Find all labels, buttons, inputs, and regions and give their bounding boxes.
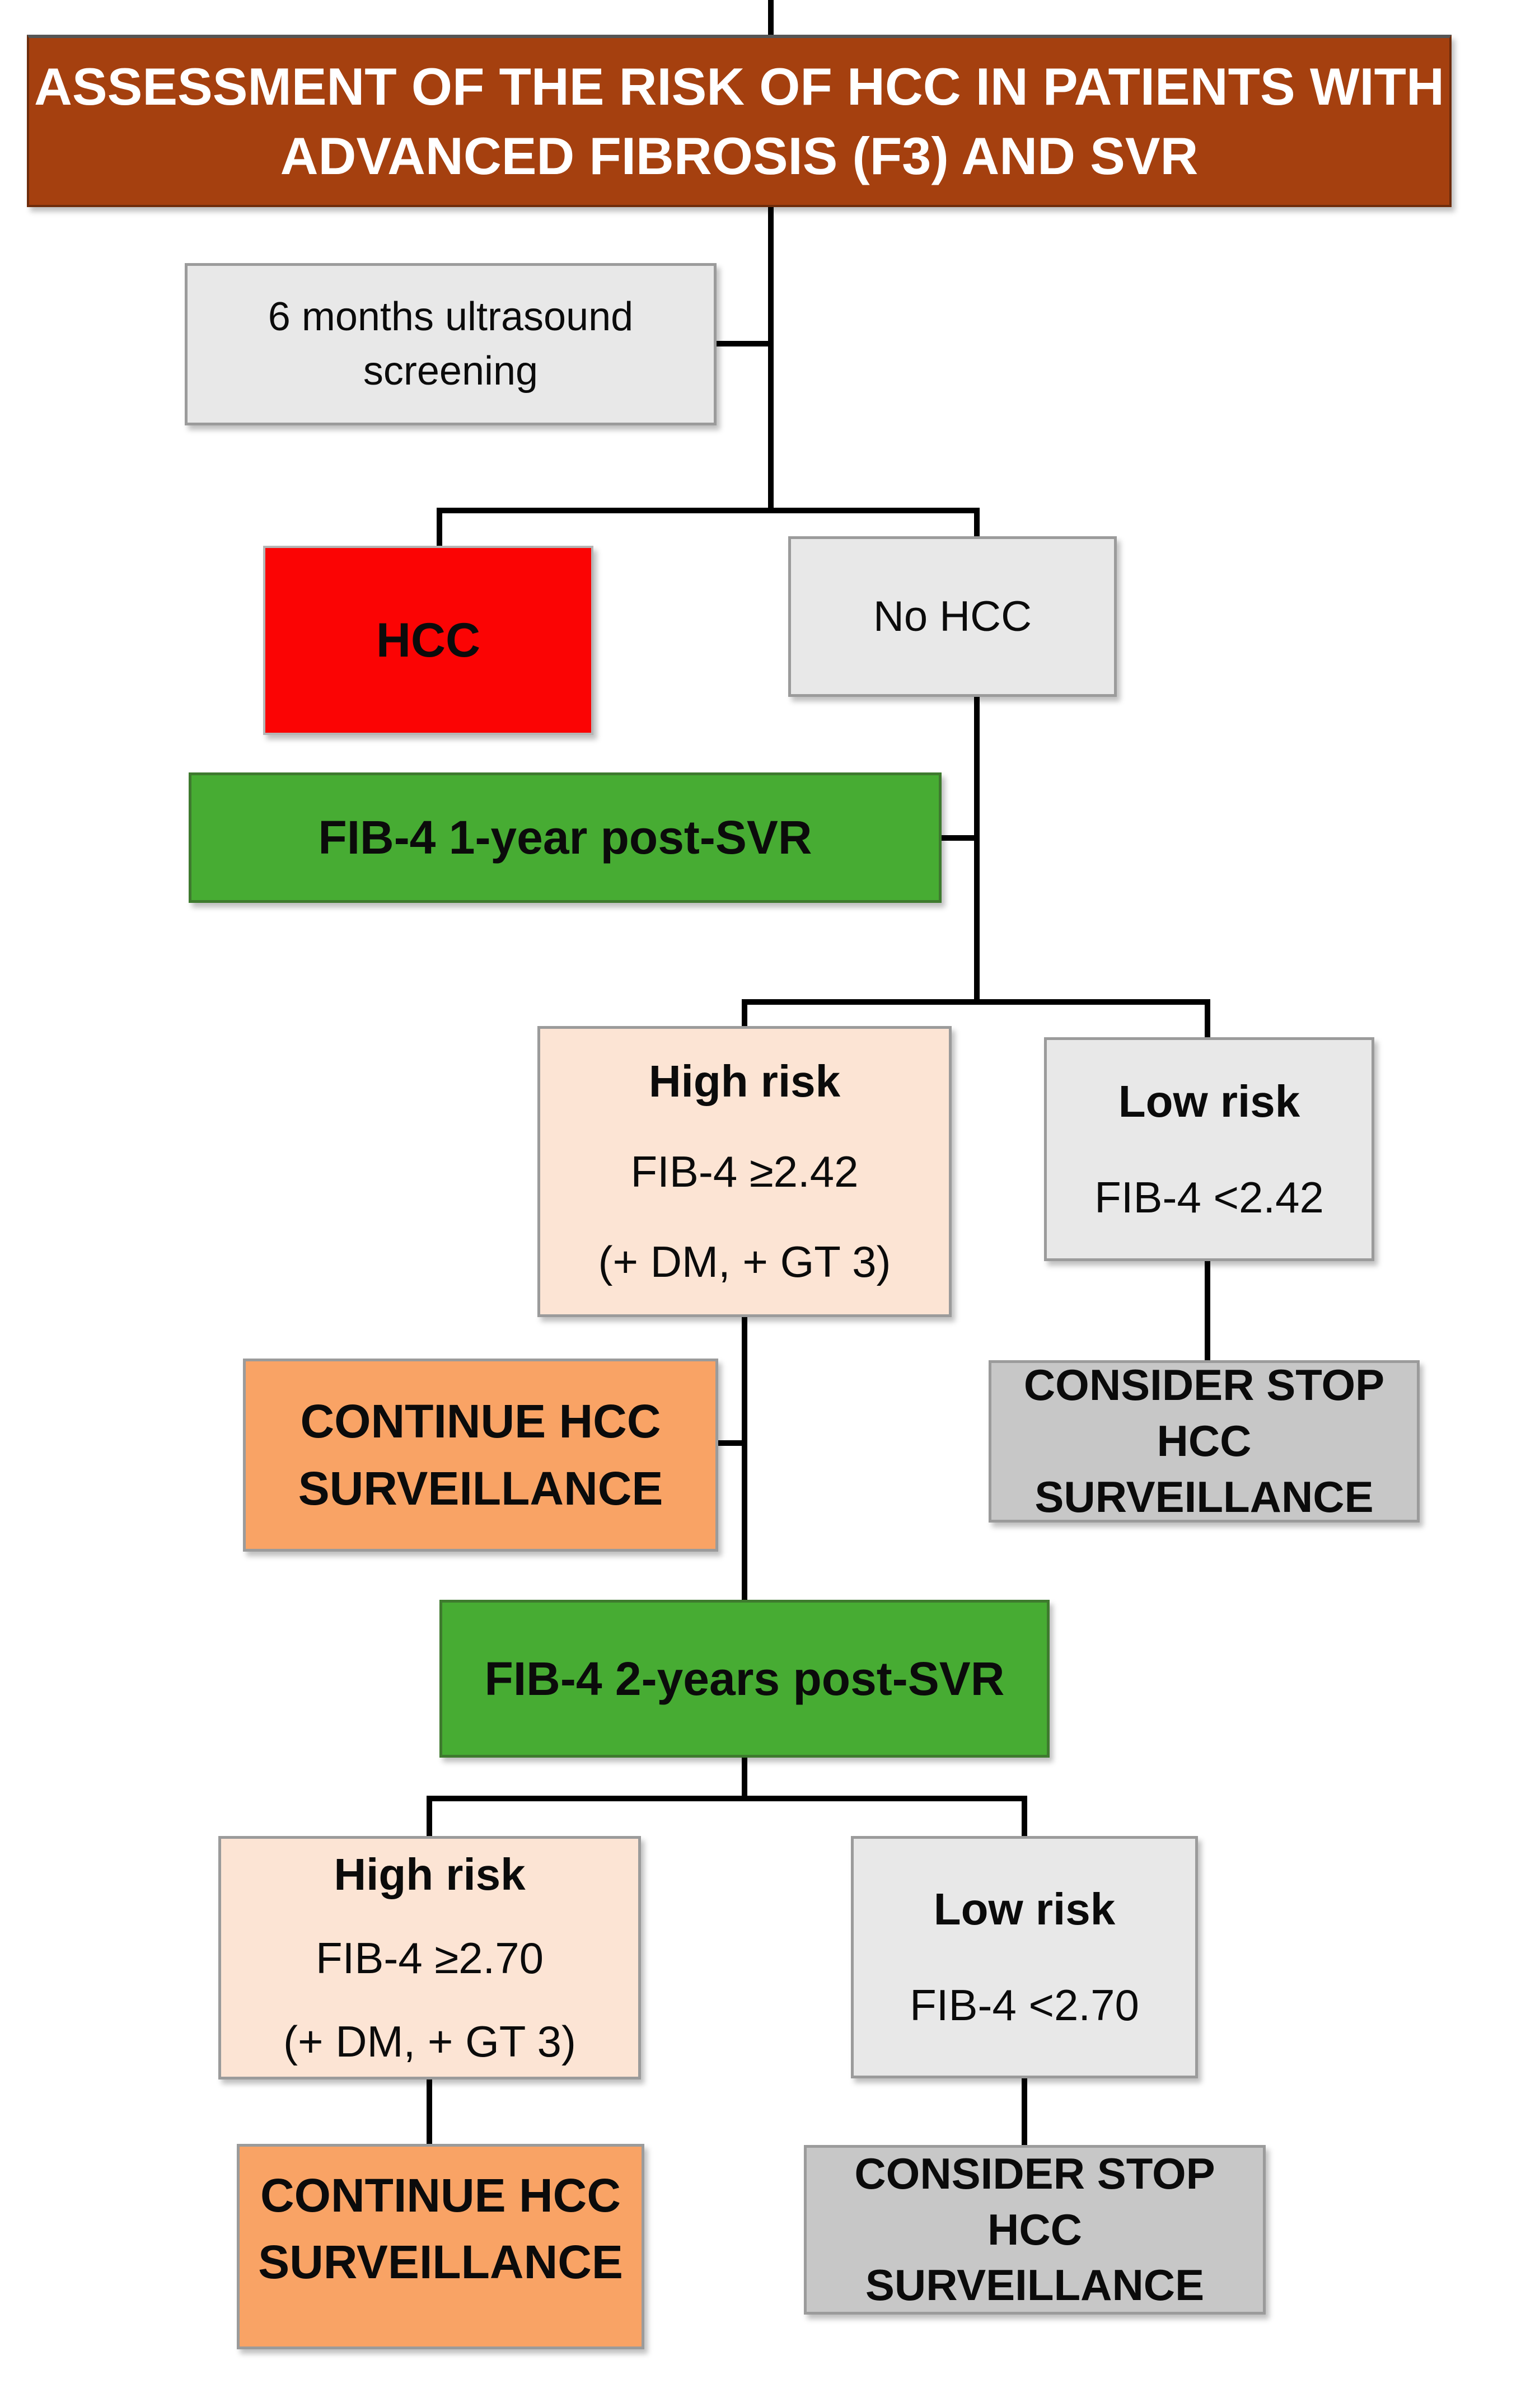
consider-stop-2-line3: SURVEILLANCE [865, 2260, 1205, 2310]
node-ultrasound-screening: 6 months ultrasound screening [185, 263, 717, 425]
continue-2-line2: SURVEILLANCE [258, 2236, 623, 2289]
fib4-1yr-label: FIB-4 1-year post-SVR [318, 811, 812, 864]
low-risk-1-title: Low risk [1118, 1076, 1300, 1126]
screening-line2: screening [363, 349, 539, 394]
high-risk-2-threshold: FIB-4 ≥2.70 [316, 1933, 544, 1983]
consider-stop-1-line1: CONSIDER STOP [1023, 1360, 1385, 1410]
node-continue-surveillance-1: CONTINUE HCC SURVEILLANCE [243, 1359, 718, 1552]
continue-1-line1: CONTINUE HCC [300, 1395, 661, 1448]
consider-stop-1-line3: SURVEILLANCE [1035, 1472, 1374, 1521]
node-no-hcc: No HCC [788, 536, 1117, 697]
node-high-risk-2: High risk FIB-4 ≥2.70 (+ DM, + GT 3) [218, 1836, 641, 2079]
continue-2-line1: CONTINUE HCC [260, 2169, 621, 2222]
connector-branch1 [437, 508, 980, 546]
node-low-risk-2: Low risk FIB-4 <2.70 [851, 1836, 1198, 2078]
consider-stop-2-line1: CONSIDER STOP [854, 2148, 1215, 2198]
low-risk-2-threshold: FIB-4 <2.70 [910, 1980, 1139, 2030]
fib4-2yr-label: FIB-4 2-years post-SVR [484, 1652, 1005, 1705]
node-hcc: HCC [263, 546, 593, 735]
consider-stop-1-line2: HCC [1157, 1416, 1252, 1466]
connector-branch2 [742, 999, 1210, 1037]
high-risk-2-title: High risk [334, 1849, 526, 1899]
node-consider-stop-surveillance-1: CONSIDER STOP HCC SURVEILLANCE [989, 1360, 1420, 1523]
low-risk-2-title: Low risk [933, 1884, 1116, 1934]
node-low-risk-1: Low risk FIB-4 <2.42 [1044, 1037, 1374, 1261]
screening-line1: 6 months ultrasound [268, 294, 634, 339]
figure-title-line1: ASSESSMENT OF THE RISK OF HCC IN PATIENT… [34, 57, 1444, 116]
high-risk-1-cofactors: (+ DM, + GT 3) [598, 1237, 891, 1286]
node-consider-stop-surveillance-2: CONSIDER STOP HCC SURVEILLANCE [804, 2145, 1266, 2315]
high-risk-1-title: High risk [648, 1056, 841, 1106]
node-fib4-1year-post-svr: FIB-4 1-year post-SVR [189, 772, 942, 903]
consider-stop-2-line2: HCC [987, 2204, 1082, 2254]
hcc-label: HCC [376, 613, 481, 667]
connector-branch3 [427, 1796, 1027, 1836]
low-risk-1-threshold: FIB-4 <2.42 [1094, 1172, 1324, 1222]
high-risk-2-cofactors: (+ DM, + GT 3) [283, 2016, 576, 2066]
node-fib4-2years-post-svr: FIB-4 2-years post-SVR [439, 1600, 1050, 1758]
figure-title: ASSESSMENT OF THE RISK OF HCC IN PATIENT… [27, 35, 1452, 207]
no-hcc-label: No HCC [873, 593, 1032, 640]
continue-1-line2: SURVEILLANCE [298, 1462, 663, 1515]
node-continue-surveillance-2: CONTINUE HCC SURVEILLANCE [237, 2144, 644, 2349]
high-risk-1-threshold: FIB-4 ≥2.42 [630, 1147, 859, 1196]
node-high-risk-1: High risk FIB-4 ≥2.42 (+ DM, + GT 3) [537, 1026, 952, 1317]
figure-title-line2: ADVANCED FIBROSIS (F3) AND SVR [280, 127, 1199, 185]
